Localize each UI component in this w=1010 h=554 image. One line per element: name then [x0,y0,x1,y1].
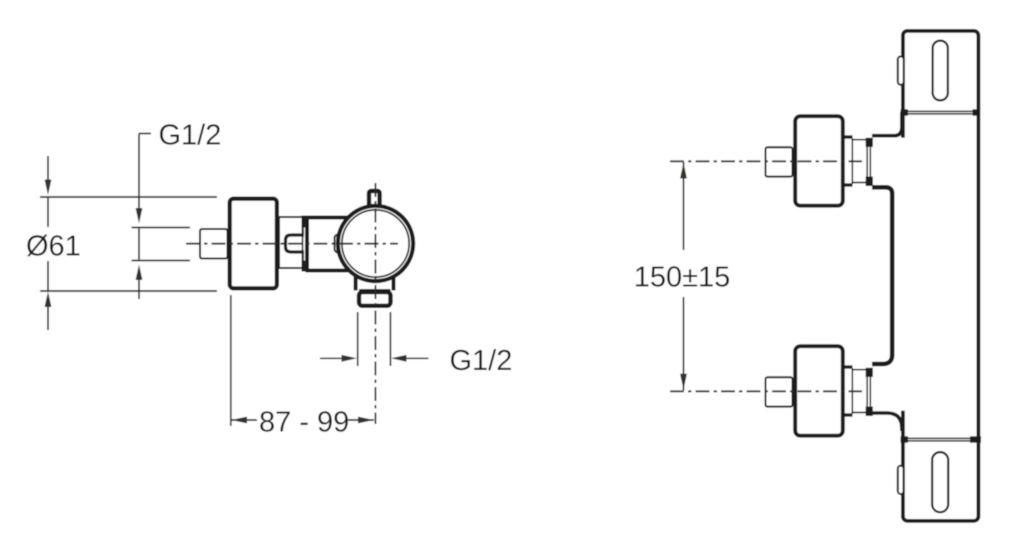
svg-text:G1/2: G1/2 [159,120,222,152]
svg-text:87 - 99: 87 - 99 [259,406,349,438]
svg-text:Ø61: Ø61 [26,231,81,263]
svg-text:150±15: 150±15 [634,262,731,294]
svg-text:G1/2: G1/2 [450,345,513,377]
